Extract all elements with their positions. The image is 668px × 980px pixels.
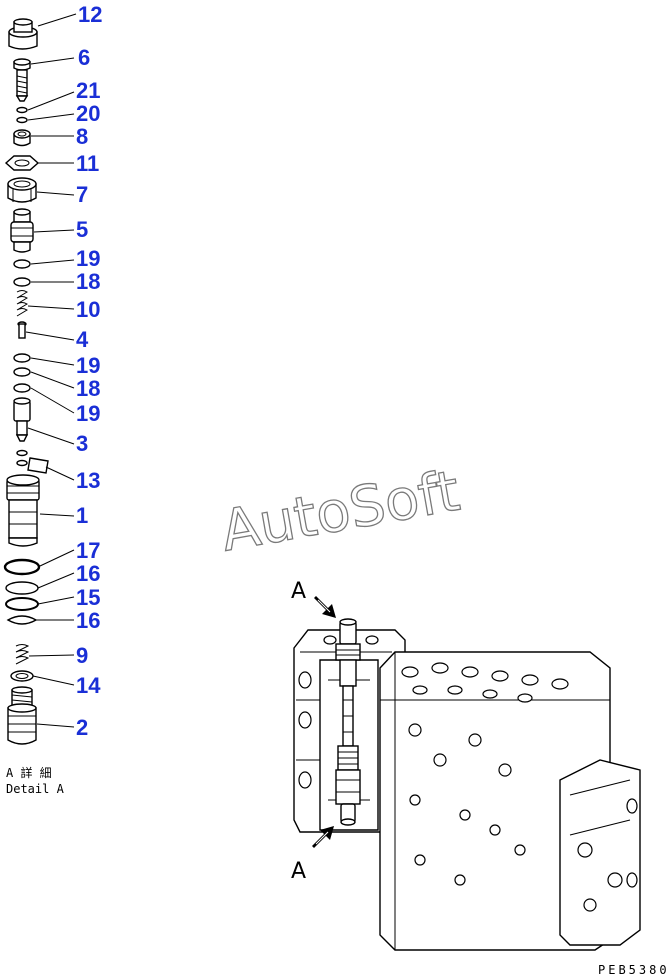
part-21-ring <box>16 106 28 114</box>
callout-21: 21 <box>76 78 100 103</box>
part-6-bolt <box>13 58 31 102</box>
view-arrow-top <box>314 596 336 618</box>
callout-10: 10 <box>76 297 100 322</box>
part-18-ring-b <box>13 367 31 377</box>
part-14-washer <box>10 670 34 682</box>
valve-spool-top <box>335 618 361 747</box>
part-7-nut <box>7 177 37 203</box>
callout-20: 20 <box>76 101 100 126</box>
callout-16: 16 <box>76 561 100 586</box>
callout-19: 19 <box>76 401 100 426</box>
callout-2: 2 <box>76 715 88 740</box>
callout-18: 18 <box>76 376 100 401</box>
callout-9: 9 <box>76 643 88 668</box>
callout-16: 16 <box>76 608 100 633</box>
part-4-pin <box>17 321 27 339</box>
callout-1: 1 <box>76 503 88 528</box>
callout-17: 17 <box>76 538 100 563</box>
part-10-spring <box>16 290 28 317</box>
leader-lines <box>25 13 77 728</box>
part-19-ring-b <box>13 353 31 363</box>
part-8-nut <box>13 129 31 147</box>
valve-assembly-illustration <box>293 618 641 951</box>
part-stack <box>3 18 49 745</box>
part-16-ring-b <box>6 615 38 625</box>
part-19-ring-c <box>13 383 31 393</box>
part-5-sleeve <box>10 208 34 253</box>
detail-caption-jp: A 詳 細 <box>6 765 52 780</box>
callout-11: 11 <box>76 151 99 176</box>
callout-4: 4 <box>76 327 89 352</box>
part-9-spring <box>15 644 30 665</box>
part-15-ring <box>5 597 39 611</box>
callout-19: 19 <box>76 353 100 378</box>
view-marker-bottom: A <box>291 859 306 884</box>
valve-spool-bottom <box>335 745 361 826</box>
part-1-valve-body <box>6 474 40 547</box>
view-arrow-bottom <box>312 826 334 848</box>
view-marker-top: A <box>291 579 306 604</box>
part-13-tag <box>27 457 49 474</box>
callout-18: 18 <box>76 269 100 294</box>
callout-8: 8 <box>76 124 88 149</box>
part-19-ring-a <box>13 259 31 269</box>
part-3-poppet <box>13 397 31 442</box>
part-18-ring-a <box>13 277 31 287</box>
callout-12: 12 <box>78 2 102 27</box>
detail-caption-en: Detail A <box>6 782 65 796</box>
part-11-gasket <box>4 155 40 171</box>
watermark: AutoSoft <box>216 459 464 565</box>
valve-block-ports <box>401 662 569 886</box>
callout-numbers: 12 6 21 20 8 11 7 5 19 18 10 4 19 18 19 … <box>76 2 102 740</box>
part-16-ring-a <box>5 581 39 595</box>
callout-6: 6 <box>78 45 90 70</box>
callout-7: 7 <box>76 182 88 207</box>
part-17-o-ring <box>3 558 41 576</box>
part-ring-small-a <box>16 449 28 457</box>
part-20-ring <box>16 116 28 124</box>
part-ring-small-b <box>16 459 28 467</box>
callout-14: 14 <box>76 673 101 698</box>
callout-5: 5 <box>76 217 88 242</box>
callout-3: 3 <box>76 431 88 456</box>
callout-19: 19 <box>76 246 100 271</box>
callout-13: 13 <box>76 468 100 493</box>
part-2-plug <box>7 686 37 745</box>
callout-15: 15 <box>76 585 100 610</box>
part-12-cap <box>8 18 38 50</box>
drawing-code: PEB5380 <box>598 963 668 977</box>
